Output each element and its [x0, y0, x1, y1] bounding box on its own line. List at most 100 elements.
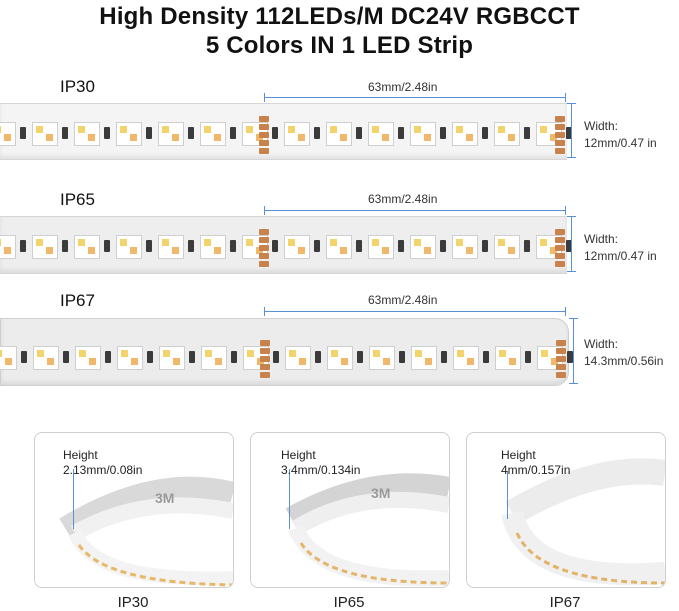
resistor-chip [20, 240, 26, 252]
resistor-chip [356, 127, 362, 139]
led-chip [452, 235, 478, 259]
width-text: Width: 14.3mm/0.56in [584, 336, 663, 370]
width-label: Width: [584, 337, 619, 351]
resistor-chip [314, 240, 320, 252]
led-chip [410, 122, 436, 146]
resistor-chip [20, 127, 26, 139]
height-value: 3.4mm/0.134in [281, 463, 361, 477]
solder-pad [555, 116, 565, 122]
segment-length-text: 63mm/2.48in [368, 192, 438, 206]
solder-pad [259, 124, 269, 130]
height-text: Height 3.4mm/0.134in [281, 448, 360, 478]
solder-pad [260, 356, 270, 362]
height-text: Height 2.13mm/0.08in [63, 448, 142, 478]
solder-pad [556, 364, 566, 370]
resistor-chip [189, 351, 195, 363]
led-chip [284, 235, 310, 259]
led-chip [200, 235, 226, 259]
led-chip [327, 346, 353, 370]
solder-pad [555, 261, 565, 267]
solder-pad [259, 132, 269, 138]
led-chip [74, 235, 100, 259]
resistor-chip [188, 240, 194, 252]
segment-length-text: 63mm/2.48in [368, 80, 438, 94]
led-chip [0, 346, 17, 370]
product-title-line1: High Density 112LEDs/M DC24V RGBCCT [99, 3, 580, 30]
solder-pad [259, 116, 269, 122]
ip67-label: IP67 [60, 291, 95, 310]
resistor-chip [482, 127, 488, 139]
solder-pad [555, 229, 565, 235]
led-chip [453, 346, 479, 370]
resistor-chip [357, 351, 363, 363]
led-chip [368, 122, 394, 146]
solder-pad [555, 132, 565, 138]
solder-pad [260, 372, 270, 378]
width-value: 14.3mm/0.56in [584, 354, 664, 368]
led-chip [368, 235, 394, 259]
resistor-chip [566, 240, 572, 252]
resistor-chip [105, 351, 111, 363]
led-chip [32, 235, 58, 259]
height-value: 4mm/0.157in [501, 463, 571, 477]
led-chip [200, 122, 226, 146]
resistor-chip [398, 127, 404, 139]
led-chip [158, 122, 184, 146]
resistor-chip [524, 240, 530, 252]
solder-pad [555, 140, 565, 146]
solder-pad [555, 148, 565, 154]
resistor-chip [231, 351, 237, 363]
solder-pad [556, 372, 566, 378]
led-strip-ip30 [0, 103, 572, 160]
led-chip [32, 122, 58, 146]
resistor-chip [315, 351, 321, 363]
height-label: Height [63, 448, 98, 462]
resistor-chip [440, 240, 446, 252]
resistor-chip [146, 240, 152, 252]
led-chip [74, 122, 100, 146]
led-reel-illustration: 3M [59, 476, 233, 587]
height-label: Height [281, 448, 316, 462]
solder-pad [259, 245, 269, 251]
resistor-chip [524, 127, 530, 139]
resistor-chip [62, 240, 68, 252]
resistor-chip [104, 127, 110, 139]
resistor-chip [146, 127, 152, 139]
resistor-chip [188, 127, 194, 139]
resistor-chip [356, 240, 362, 252]
resistor-chip [399, 351, 405, 363]
led-chip [0, 122, 16, 146]
resistor-chip [483, 351, 489, 363]
ip67-reel-panel: Height 4mm/0.157in [466, 432, 666, 588]
solder-pad [555, 124, 565, 130]
solder-pad [259, 148, 269, 154]
led-chip [33, 346, 59, 370]
ip30-label: IP30 [60, 77, 95, 96]
resistor-chip [62, 127, 68, 139]
width-text: Width: 12mm/0.47 in [584, 231, 657, 265]
width-value: 12mm/0.47 in [584, 249, 657, 263]
brand-mark: 3M [371, 485, 390, 501]
led-chip [410, 235, 436, 259]
segment-length-line [264, 206, 566, 215]
width-label: Width: [584, 232, 619, 246]
solder-pad [555, 253, 565, 259]
solder-pad [259, 237, 269, 243]
product-title-line2: 5 Colors IN 1 LED Strip [205, 32, 474, 59]
segment-length-line [264, 307, 566, 316]
resistor-chip [441, 351, 447, 363]
led-chip [411, 346, 437, 370]
resistor-chip [525, 351, 531, 363]
led-chip [284, 122, 310, 146]
resistor-chip [230, 127, 236, 139]
led-chip [494, 122, 520, 146]
resistor-chip [63, 351, 69, 363]
solder-pad [259, 140, 269, 146]
led-chip [75, 346, 101, 370]
solder-pad [556, 348, 566, 354]
led-chip [116, 122, 142, 146]
led-chip [285, 346, 311, 370]
resistor-chip [272, 127, 278, 139]
led-strip-ip65 [0, 216, 572, 274]
led-chip [158, 235, 184, 259]
